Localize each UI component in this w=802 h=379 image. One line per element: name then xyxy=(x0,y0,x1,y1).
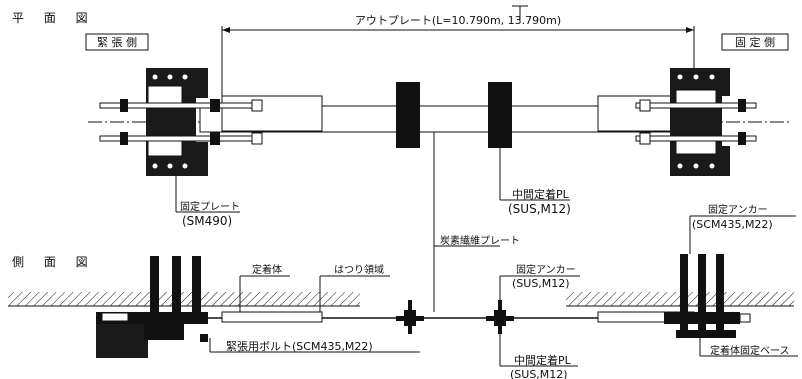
center-anchor-label: 固定アンカー xyxy=(516,263,576,276)
plan-intermediate-plate-left xyxy=(396,82,420,148)
right-anchor-rods xyxy=(635,99,757,145)
right-side-anchor-assembly xyxy=(664,254,751,338)
center-anchor-spec: (SUS,M12) xyxy=(512,277,570,290)
left-anchor-body-side xyxy=(221,311,323,323)
intermediate-plate-spec: (SUS,M12) xyxy=(508,202,571,216)
fixing-plate-label: 固定プレート xyxy=(180,200,240,213)
intermediate-plate-label: 中間定着PL xyxy=(512,187,570,201)
fixing-plate-spec: (SM490) xyxy=(182,214,232,228)
side-intermediate-plate-label: 中間定着PL xyxy=(514,353,572,367)
left-anchor-block xyxy=(146,68,208,176)
side-intermediate-plate-spec: (SUS,M12) xyxy=(510,368,568,379)
dimension-label: アウトプレート(L=10.790m, 13.790m) xyxy=(355,14,561,27)
tension-side-tag: 緊 張 側 xyxy=(85,33,149,51)
left-side-anchor-assembly xyxy=(96,256,208,358)
fixed-side-label: 固 定 側 xyxy=(735,35,775,49)
right-anchor-block xyxy=(670,68,730,176)
plan-intermediate-plate-right xyxy=(488,82,512,148)
chipping-area-label: はつり領域 xyxy=(334,263,384,276)
right-anchor-label: 固定アンカー xyxy=(708,203,768,216)
tension-bolt-label: 緊張用ボルト(SCM435,M22) xyxy=(226,340,373,353)
plan-view-title: 平 面 図 xyxy=(12,11,96,25)
anchor-body-label: 定着体 xyxy=(252,263,282,276)
right-anchor-spec: (SCM435,M22) xyxy=(692,218,773,231)
plate-length-dimension: アウトプレート(L=10.790m, 13.790m) xyxy=(221,5,695,106)
side-intermediate-anchor-left xyxy=(396,300,424,334)
tension-side-label: 緊 張 側 xyxy=(97,36,137,49)
concrete-left xyxy=(8,292,360,306)
side-intermediate-anchor-right xyxy=(486,300,514,334)
cfrp-plate-label: 炭素繊維プレート xyxy=(440,234,520,247)
fixed-side-tag: 固 定 側 xyxy=(721,33,789,51)
side-view-title: 側 面 図 xyxy=(12,255,96,269)
left-tension-rods xyxy=(99,99,263,145)
anchor-base-label: 定着体固定ベース xyxy=(710,344,790,357)
